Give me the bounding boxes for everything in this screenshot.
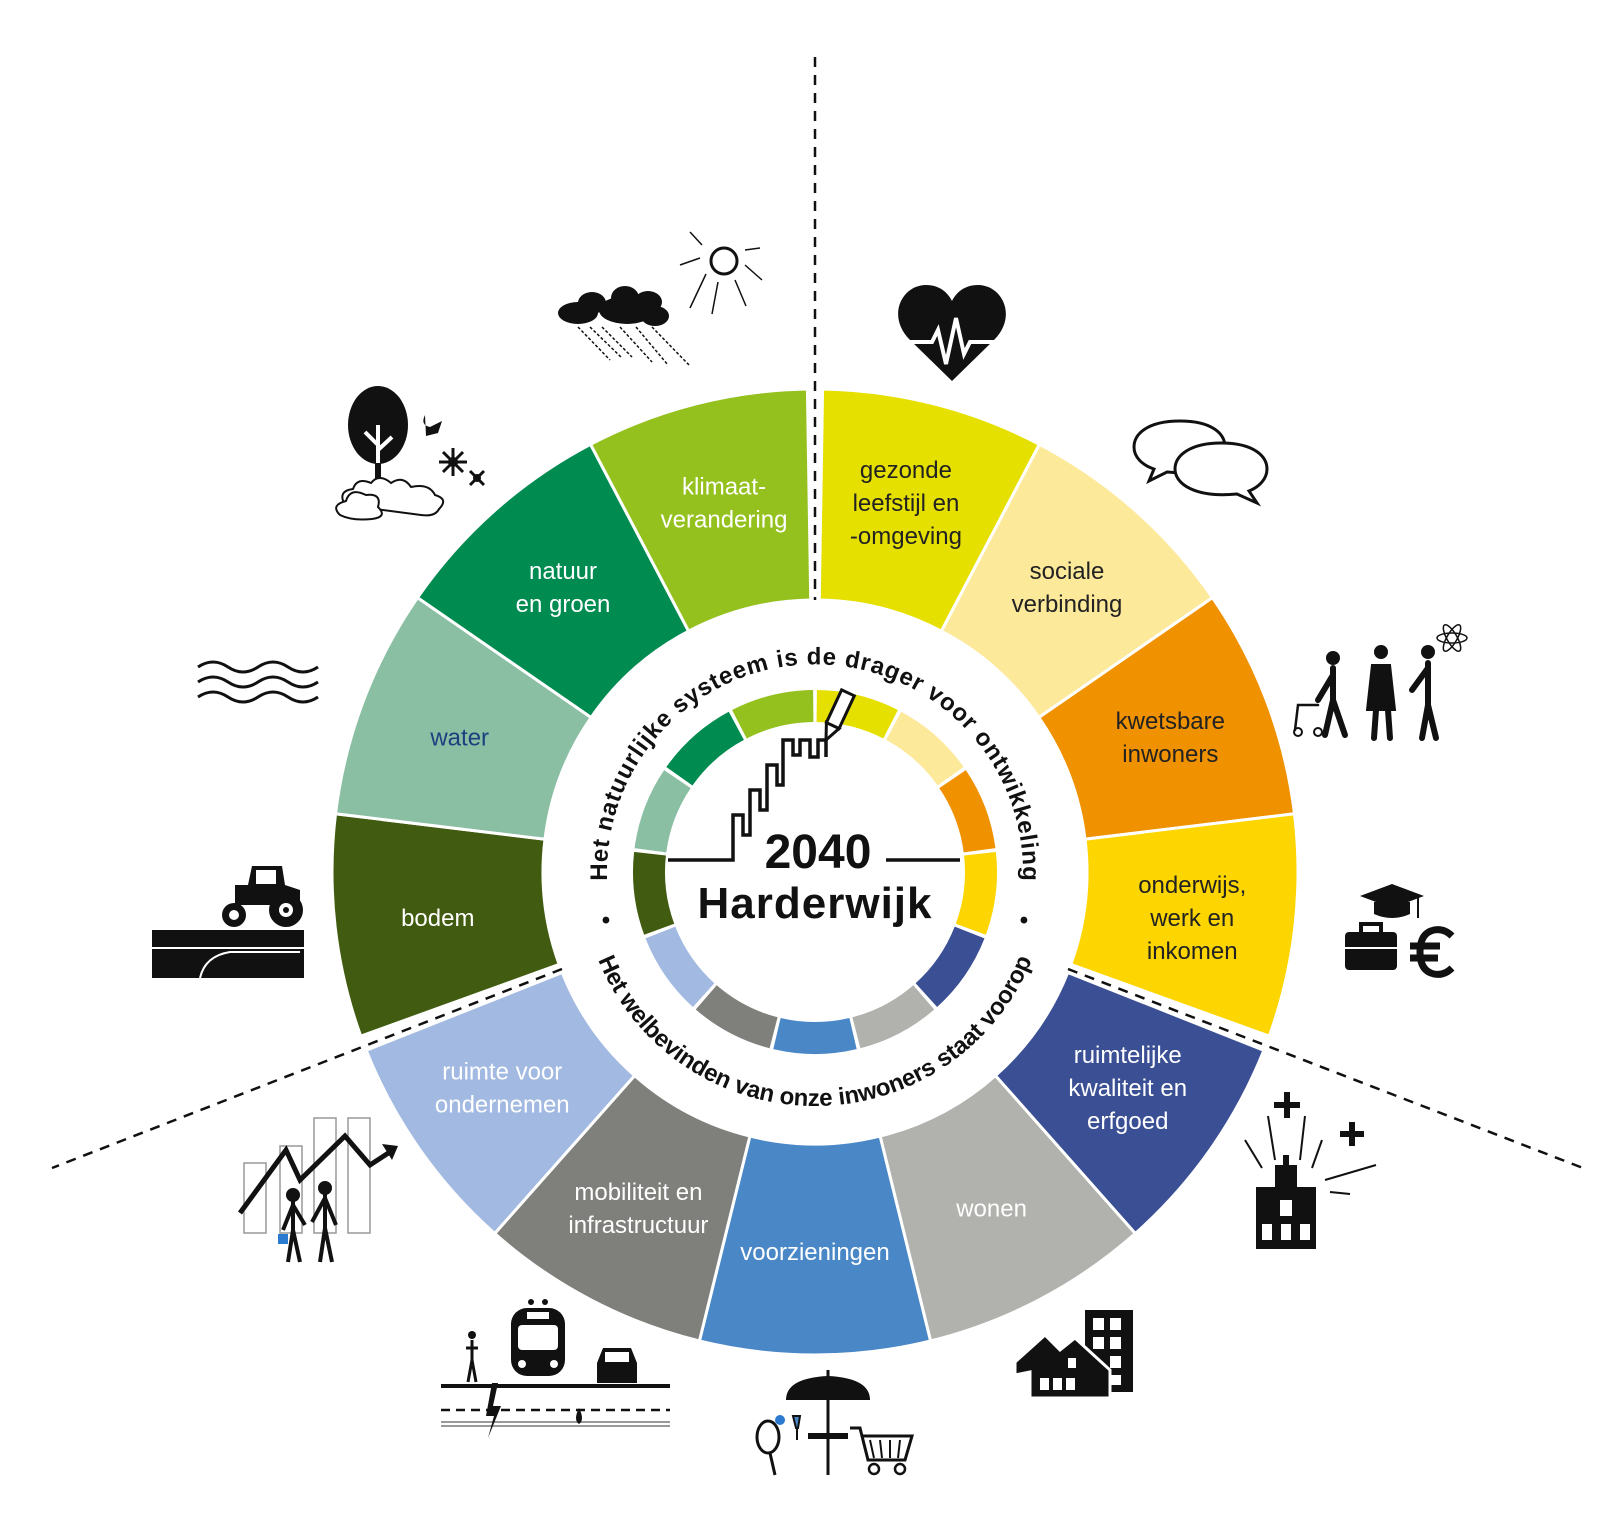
inner-segment-ruimte-voor-ondernemen [645,926,715,1007]
label-water: water [429,724,489,751]
label-line: ondernemen [435,1091,570,1118]
label-line: onderwijs, [1138,872,1246,899]
inner-segment-kwetsbare-inwoners [939,770,996,853]
euro-symbol [1410,926,1455,978]
label-ruimtelijke-kwaliteit: ruimtelijke kwaliteit en erfgoed [1068,1042,1187,1135]
label-line: inwoners [1122,741,1218,768]
inner-segment-water [634,770,691,853]
label-line: klimaat- [682,474,766,501]
label-line: water [429,724,489,751]
people-icon [1293,624,1468,741]
segment-klimaatverandering [588,387,813,634]
segment-onderwijs-werk-inkomen [1068,812,1300,1039]
label-line: bodem [401,905,474,932]
facilities-icon [755,1370,914,1476]
label-voorzieningen: voorzieningen [740,1239,889,1266]
label-line: erfgoed [1087,1108,1168,1135]
center-name: Harderwijk [698,879,933,928]
inner-segment-ruimtelijke-kwaliteit [915,926,985,1007]
label-line: natuur [529,558,597,585]
divider-right [1067,967,1584,1170]
harderwijk-logo: 2040 Harderwijk [668,687,960,928]
label-gezonde-leefstijl: gezonde leefstijl en -omgeving [850,457,962,550]
label-line: ruimte voor [442,1058,562,1085]
train-car-icon [441,1299,670,1438]
section-dividers [51,57,1584,1170]
inner-segment-sociale-verbinding [886,711,964,786]
label-mobiliteit: mobiliteit en infrastructuur [568,1179,708,1239]
separator-right: • [1020,907,1028,934]
separator-left: • [602,907,610,934]
inner-ring [633,690,997,1054]
segment-ruimte-voor-ondernemen [364,970,637,1236]
label-ruimte-voor-ondernemen: ruimte voor ondernemen [435,1058,570,1118]
stairs-icon [668,738,828,862]
label-line: inkomen [1147,938,1238,965]
label-line: wonen [955,1195,1027,1222]
inner-segment-natuur-en-groen [666,711,744,786]
label-natuur-en-groen: natuur en groen [516,558,611,618]
weather-icon [558,231,763,367]
label-line: werk en [1149,905,1234,932]
label-line: voorzieningen [740,1239,889,1266]
inner-segment-mobiliteit [695,985,778,1049]
label-line: mobiliteit en [574,1179,702,1206]
label-line: leefstijl en [853,490,960,517]
pencil-icon [824,687,857,744]
inner-segment-voorzieningen [773,1018,857,1054]
tree-icon [335,386,486,521]
label-line: infrastructuur [568,1212,708,1239]
center-year: 2040 [765,826,872,879]
business-growth-icon [237,1117,398,1263]
outer-ring [330,387,1300,1357]
label-line: sociale [1030,558,1105,585]
speech-bubbles-icon [1132,419,1269,507]
label-line: kwetsbare [1116,708,1225,735]
outer-labels: gezonde leefstijl en -omgeving sociale verbi… [401,457,1246,1266]
heritage-building-icon [1244,1092,1377,1249]
label-sociale-verbinding: sociale verbinding [1012,558,1123,618]
label-wonen: wonen [955,1195,1027,1222]
graduation-euro-icon [1345,884,1455,978]
label-bodem: bodem [401,905,474,932]
label-line: ruimtelijke [1074,1042,1182,1069]
houses-icon [1013,1310,1133,1400]
waves-icon [197,660,319,704]
inner-segment-onderwijs-werk-inkomen [955,851,997,935]
label-kwetsbare-inwoners: kwetsbare inwoners [1116,708,1225,768]
tractor-icon [152,866,304,979]
label-line: kwaliteit en [1068,1075,1187,1102]
inner-segment-klimaatverandering [732,690,814,739]
label-klimaatverandering: klimaat-verandering [661,474,788,534]
label-line: verandering [661,507,788,534]
label-line: en groen [516,591,611,618]
inner-segment-bodem [633,851,675,935]
inner-segment-wonen [852,985,935,1049]
label-onderwijs-werk-inkomen: onderwijs, werk en inkomen [1138,872,1246,965]
label-line: -omgeving [850,523,962,550]
label-line: verbinding [1012,591,1123,618]
label-line: gezonde [860,457,952,484]
heartbeat-icon [898,285,1006,381]
divider-left [51,967,563,1170]
